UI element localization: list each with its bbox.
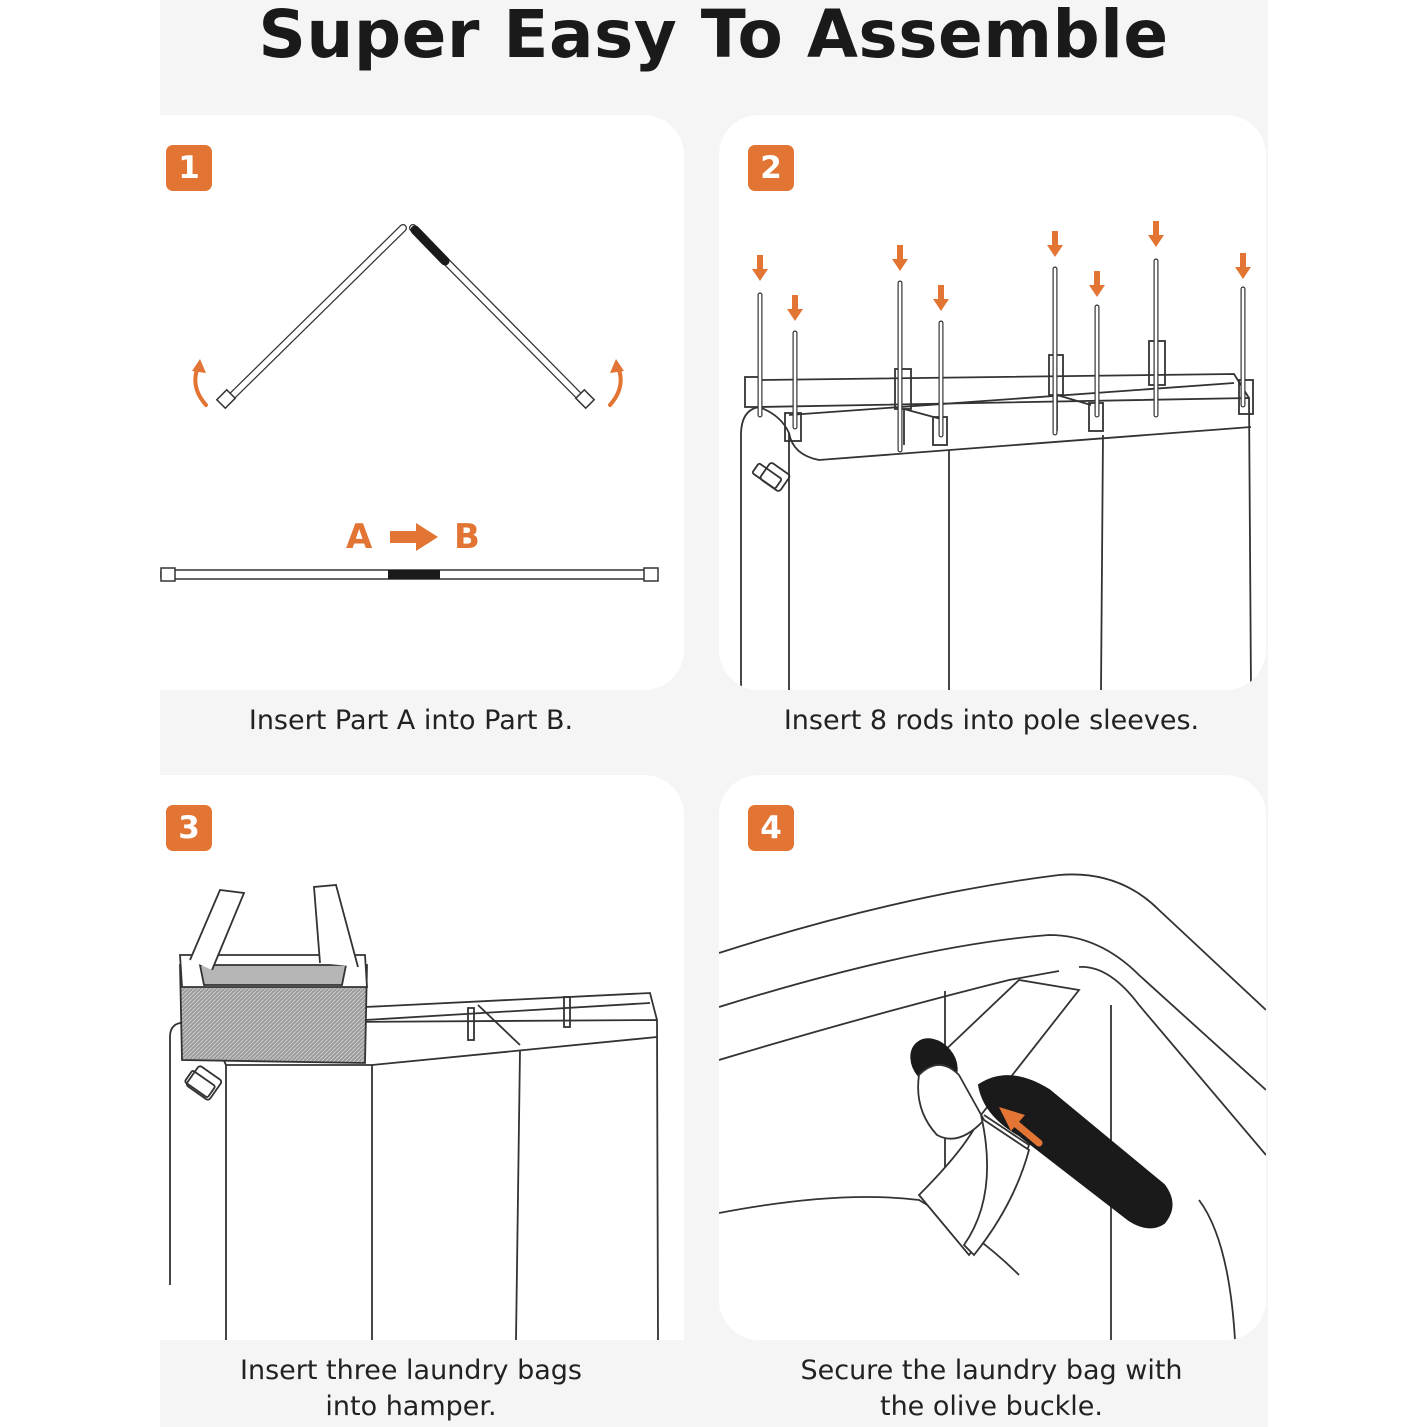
step-2-illustration [740,221,1254,690]
curved-arrow-icon [192,359,208,407]
step-2-caption: Insert 8 rods into pole sleeves. [783,705,1200,736]
step-2-panel: 2 [719,115,1266,690]
step-1-illustration [160,224,659,582]
step-3-badge: 3 [166,805,212,851]
insert-arrow-icon [999,1107,1043,1147]
step-1-panel: 1 A B [160,115,684,690]
step-3-caption-line2: into hamper. [325,1391,497,1422]
step-3-caption-line1: Insert three laundry bags [240,1355,582,1386]
step-4-caption-line2: the olive buckle. [879,1391,1103,1422]
step-3-illustration [169,884,659,1340]
step-4-caption-line1: Secure the laundry bag with [800,1355,1183,1386]
step-4-badge: 4 [748,805,794,851]
part-b-label: B [454,517,480,557]
part-a-label: A [346,517,373,557]
step-2-badge: 2 [748,145,794,191]
curved-arrow-icon [608,359,624,407]
step-4-caption: Secure the laundry bag with the olive bu… [719,1353,1264,1425]
step-1-badge: 1 [166,145,212,191]
page-title: Super Easy To Assemble [258,0,1169,73]
step-3-caption: Insert three laundry bags into hamper. [160,1353,662,1425]
step-4-illustration [719,873,1266,1340]
step-1-caption: Insert Part A into Part B. [248,705,574,736]
step-3-panel: 3 [160,775,684,1340]
step-4-panel: 4 [719,775,1266,1340]
down-arrow-icon [752,221,1251,321]
right-arrow-icon [390,523,438,551]
